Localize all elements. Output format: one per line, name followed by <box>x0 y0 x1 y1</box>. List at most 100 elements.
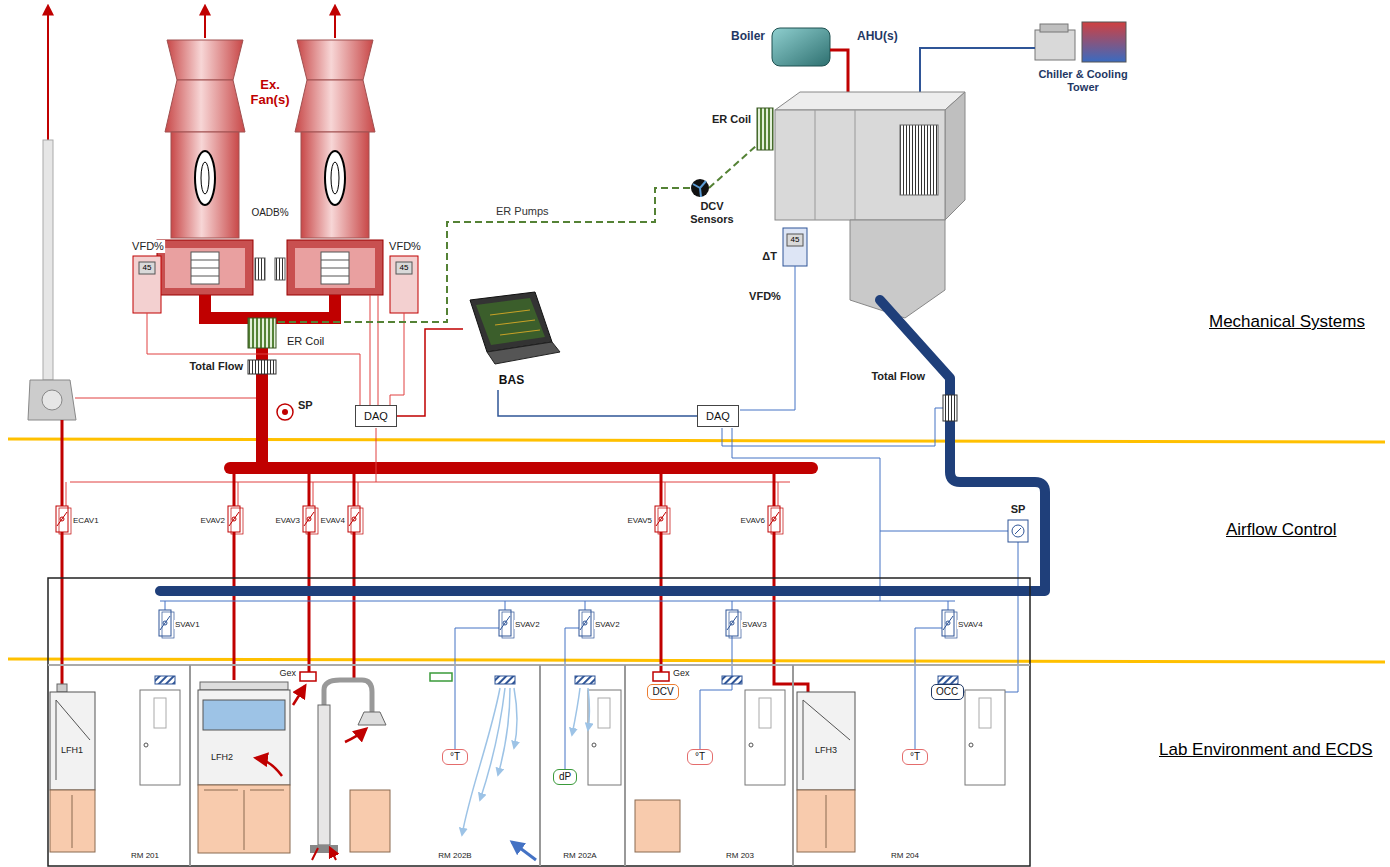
exhaust-fans <box>139 262 155 274</box>
supply-airflow-arrow <box>462 688 590 860</box>
signal-label: VFD% <box>131 240 165 253</box>
door <box>979 698 991 728</box>
equipment-label: Total Flow <box>870 370 926 383</box>
equipment-label: ER Coil <box>286 335 325 348</box>
fume-hood <box>200 682 288 690</box>
snorkel-exhaust <box>358 712 386 725</box>
node-text: DAQ <box>364 410 388 423</box>
exhaust-control-wire <box>66 295 790 506</box>
exhaust-duct <box>282 409 288 415</box>
exhaust-vav <box>655 506 670 534</box>
fume-hood <box>72 795 73 848</box>
supply-control-wire <box>722 408 943 446</box>
supply-control-wire <box>160 601 955 602</box>
signal-label: VFD% <box>388 240 422 253</box>
exhaust-control-wire <box>370 295 378 405</box>
supply-duct <box>1008 520 1028 542</box>
air-handling-unit <box>757 108 773 150</box>
hood-label: LFH2 <box>210 752 234 762</box>
snorkel-exhaust <box>345 729 366 742</box>
exhaust-drop <box>61 420 64 692</box>
boiler <box>772 28 848 95</box>
daq-box: DAQ <box>697 405 739 427</box>
node-text: °T <box>695 751 705 763</box>
fume-hood <box>198 785 290 853</box>
door <box>598 698 610 728</box>
sensor-box: DCV <box>647 684 679 700</box>
door <box>745 690 785 785</box>
air-handling-unit <box>945 92 965 220</box>
bas-workstation <box>470 292 560 364</box>
air-handling-unit <box>783 228 807 266</box>
air-handling-unit <box>757 92 965 318</box>
equipment-label: Total Flow <box>188 360 244 373</box>
node-text: DCV <box>652 686 673 698</box>
exhaust-fans <box>133 6 418 313</box>
door <box>140 690 1005 785</box>
sensor-box: OCC <box>931 684 964 700</box>
exhaust-drop <box>308 474 311 672</box>
tall-exhaust-stack <box>43 140 53 380</box>
door <box>965 690 1005 785</box>
signal-label: ΔT <box>761 250 778 263</box>
exhaust-control-wire <box>70 428 790 482</box>
exhaust-fans <box>204 6 206 38</box>
exhaust-fans <box>255 258 265 280</box>
exhaust-duct <box>205 295 812 468</box>
node-text: BAS <box>499 374 524 388</box>
door <box>154 698 166 728</box>
tall-exhaust-stack <box>28 380 76 420</box>
node-text: °T <box>450 751 460 763</box>
boiler <box>772 28 830 66</box>
node-text: OCC <box>936 686 958 698</box>
valve-label: SVAV4 <box>957 620 984 629</box>
exhaust-duct <box>230 462 812 474</box>
exhaust-fans <box>157 40 253 295</box>
supply-airflow-arrow <box>480 688 505 800</box>
room-label: RM 202B <box>437 851 472 860</box>
snorkel-exhaust <box>350 790 390 852</box>
supply-duct <box>160 300 1045 591</box>
fume-hood <box>57 684 67 692</box>
supply-vav <box>726 610 741 638</box>
air-handling-unit <box>775 110 945 220</box>
door <box>969 743 973 747</box>
fume-hood <box>797 692 855 790</box>
signal-label: VFD% <box>748 290 782 303</box>
bench <box>635 800 680 852</box>
fume-hood <box>198 690 290 785</box>
valve-label: EVAV5 <box>626 516 653 525</box>
equipment-label: ER Pumps <box>495 205 550 218</box>
supply-airflow-arrow <box>588 688 590 730</box>
snorkel-exhaust <box>293 680 390 860</box>
sensor-label: SP <box>1010 503 1027 516</box>
energy-recovery-loop <box>691 179 709 197</box>
exhaust-vav <box>768 506 783 534</box>
door <box>759 698 771 728</box>
valve-label: ECAV1 <box>72 516 100 525</box>
supply-vav <box>942 610 957 638</box>
exhaust-control-wire <box>75 398 256 399</box>
bas-workstation <box>470 292 552 352</box>
fume-hood <box>204 790 284 850</box>
room-label: RM 202A <box>562 851 597 860</box>
energy-recovery-loop <box>709 145 757 188</box>
bas-workstation <box>476 298 545 345</box>
valve-label: EVAV4 <box>319 516 346 525</box>
snorkel-exhaust <box>310 845 338 853</box>
exhaust-duct <box>248 318 276 348</box>
display-value: 45 <box>790 235 801 244</box>
exhaust-control-wire <box>390 313 404 405</box>
valve-label: EVAV3 <box>274 516 301 525</box>
sensor-box: °T <box>442 749 468 765</box>
room-label: RM 203 <box>725 851 755 860</box>
section-title: Airflow Control <box>1225 520 1338 540</box>
lab-building <box>190 665 793 866</box>
diffuser <box>495 676 515 684</box>
valve-label: EVAV6 <box>739 516 766 525</box>
chiller-cooling-tower <box>1040 24 1068 32</box>
supply-control-wire <box>963 542 1018 692</box>
exhaust-vav <box>228 506 243 534</box>
air-handling-unit <box>900 125 938 195</box>
snorkel-exhaust <box>312 848 336 860</box>
